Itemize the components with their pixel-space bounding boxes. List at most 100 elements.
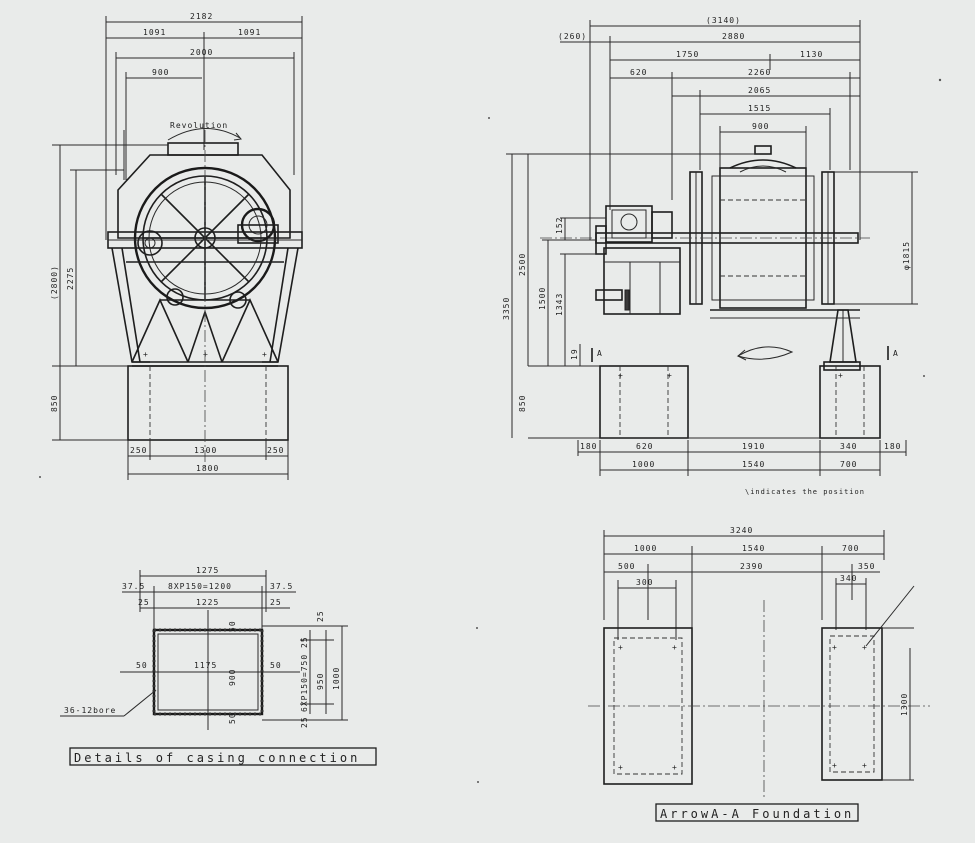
- bore-label: 36-12bore: [64, 706, 116, 715]
- svg-text:+: +: [862, 761, 868, 770]
- svg-text:+: +: [838, 371, 844, 380]
- dim-text: 500: [618, 562, 635, 571]
- foundation-plan: 3240 1000 1540 700 500 2390 350 300 340 …: [588, 526, 930, 822]
- dim-text: 1343: [555, 293, 564, 316]
- dim-text: 2065: [748, 86, 771, 95]
- dot: [938, 78, 942, 82]
- dot: [476, 627, 478, 629]
- svg-text:+: +: [143, 350, 149, 359]
- dim-text: 6XP150=750: [300, 654, 309, 712]
- arrow-label: A: [893, 349, 899, 358]
- front-view: 2182 1091 1091 2000 900 Revolution: [50, 12, 303, 480]
- dim-text: (260): [558, 32, 587, 41]
- dim-text: 2390: [740, 562, 763, 571]
- dim-text: 620: [630, 68, 647, 77]
- dim-text: 340: [840, 442, 857, 451]
- dot: [488, 117, 490, 119]
- svg-text:+: +: [672, 763, 678, 772]
- casing-caption: Details of casing connection: [74, 751, 360, 765]
- side-view: (3140) (260) 2880 1750 1130 620 2260 206…: [502, 16, 918, 496]
- dim-text: 2260: [748, 68, 771, 77]
- dim-text: 2182: [190, 12, 213, 21]
- dim-text: 1175: [194, 661, 217, 670]
- dim-text: 25: [138, 598, 150, 607]
- dim-text: 1910: [742, 442, 765, 451]
- dim-text: φ1815: [902, 241, 911, 270]
- dim-text: 850: [518, 395, 527, 412]
- dim-text: 1091: [143, 28, 166, 37]
- dim-text: 37.5: [122, 582, 145, 591]
- arrow-label: A: [597, 349, 603, 358]
- dim-text: 1275: [196, 566, 219, 575]
- dim-text: 1800: [196, 464, 219, 473]
- dim-text: 8XP150=1200: [168, 582, 232, 591]
- dim-text: 1000: [634, 544, 657, 553]
- dim-text: 19: [570, 348, 579, 360]
- dim-text: 1000: [332, 667, 341, 690]
- dim-text: 700: [842, 544, 859, 553]
- dim-text: 1540: [742, 460, 765, 469]
- dim-text: 1130: [800, 50, 823, 59]
- dim-text: (3140): [706, 16, 741, 25]
- casing-detail: 1275 37.5 8XP150=1200 37.5 25 1225 25 50…: [60, 566, 377, 766]
- dim-text: 25: [270, 598, 282, 607]
- dim-text: 1300: [900, 693, 909, 716]
- dim-text: 1500: [538, 287, 547, 310]
- dot: [477, 781, 479, 783]
- dim-text: 3240: [730, 526, 753, 535]
- dim-text: 50: [228, 620, 237, 632]
- dim-text: (2800): [50, 265, 59, 300]
- dim-text: 1091: [238, 28, 261, 37]
- dot: [39, 476, 41, 478]
- svg-text:+: +: [262, 350, 268, 359]
- svg-text:+: +: [832, 761, 838, 770]
- dim-text: 350: [858, 562, 875, 571]
- dim-text: 180: [580, 442, 597, 451]
- dim-text: 1540: [742, 544, 765, 553]
- dim-text: 1750: [676, 50, 699, 59]
- dim-text: 37.5: [270, 582, 293, 591]
- svg-text:+: +: [618, 763, 624, 772]
- position-note: \indicates the position: [745, 488, 865, 496]
- dim-text: 340: [840, 574, 857, 583]
- dim-text: 900: [228, 669, 237, 686]
- foundation-caption: ArrowA-A Foundation: [660, 807, 854, 821]
- svg-text:+: +: [618, 371, 624, 380]
- dim-text: 1515: [748, 104, 771, 113]
- svg-text:+: +: [203, 350, 209, 359]
- dim-text: 900: [152, 68, 169, 77]
- dim-text: 1000: [632, 460, 655, 469]
- dim-text: 250: [130, 446, 147, 455]
- dim-text: 50: [136, 661, 148, 670]
- dim-text: 50: [228, 712, 237, 724]
- dim-text: 2275: [66, 267, 75, 290]
- dim-text: 300: [636, 578, 653, 587]
- svg-text:+: +: [618, 643, 624, 652]
- dim-text: 950: [316, 673, 325, 690]
- dim-text: 180: [884, 442, 901, 451]
- dim-text: 1300: [194, 446, 217, 455]
- svg-text:+: +: [667, 371, 673, 380]
- dim-text: 25: [300, 716, 309, 728]
- dim-text: 250: [267, 446, 284, 455]
- svg-text:+: +: [832, 643, 838, 652]
- dim-text: 900: [752, 122, 769, 131]
- dim-text: 1225: [196, 598, 219, 607]
- dim-text: 3350: [502, 297, 511, 320]
- dim-text: 25: [316, 610, 325, 622]
- dim-text: 50: [270, 661, 282, 670]
- dim-text: 850: [50, 395, 59, 412]
- revolution-label: Revolution: [170, 121, 228, 130]
- dot: [923, 375, 925, 377]
- dim-text: 2880: [722, 32, 745, 41]
- dim-text: 2500: [518, 253, 527, 276]
- dim-text: 25: [300, 636, 309, 648]
- dim-text: 152: [555, 217, 564, 234]
- dim-text: 700: [840, 460, 857, 469]
- svg-text:+: +: [672, 643, 678, 652]
- svg-text:+: +: [862, 643, 868, 652]
- dim-text: 620: [636, 442, 653, 451]
- dim-text: 2000: [190, 48, 213, 57]
